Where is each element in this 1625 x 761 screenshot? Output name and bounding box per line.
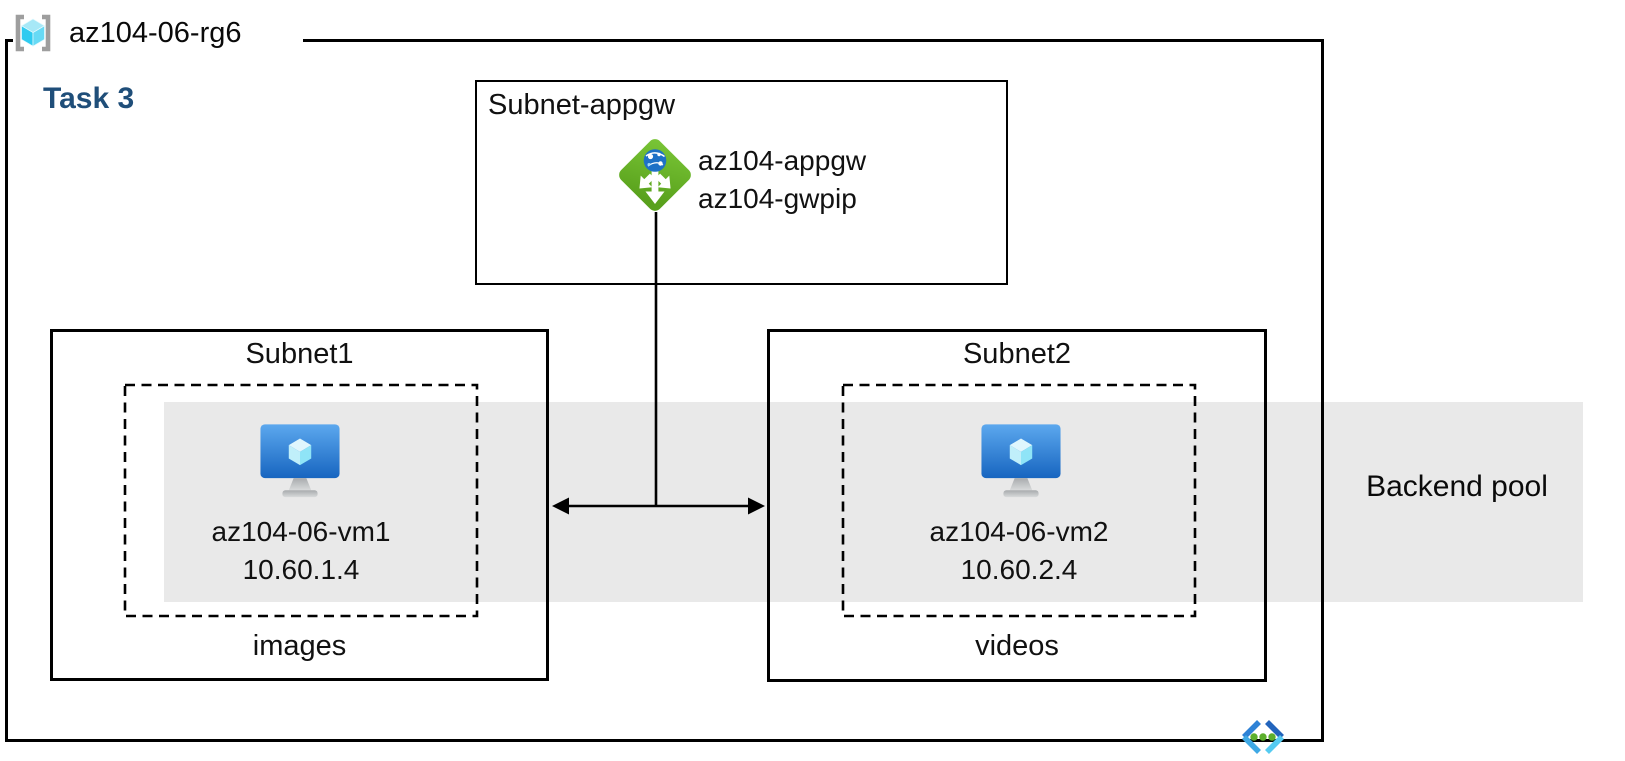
resource-group-header: az104-06-rg6	[13, 9, 303, 57]
subnet1-title: Subnet1	[245, 338, 354, 370]
subnet-appgw-title: Subnet-appgw	[488, 89, 676, 121]
resource-group-name: az104-06-rg6	[69, 16, 242, 49]
virtual-machine-icon	[260, 424, 340, 498]
vm1-name: az104-06-vm1	[211, 516, 391, 547]
subnet2-box	[767, 329, 1267, 682]
task-label: Task 3	[43, 82, 135, 115]
application-gateway-icon	[619, 139, 691, 211]
vm1-ip-address: 10.60.1.4	[242, 554, 360, 585]
resource-group-icon	[15, 14, 51, 52]
vm2-ip-address: 10.60.2.4	[960, 554, 1078, 585]
subnet-appgw-box	[475, 80, 1008, 285]
gateway-arrows	[639, 169, 671, 204]
subnet2-title: Subnet2	[962, 338, 1072, 370]
subnet1-folder-label: images	[252, 630, 347, 662]
subnet1-box	[50, 329, 549, 681]
vm2-name: az104-06-vm2	[929, 516, 1109, 547]
resource-group-box	[5, 39, 1324, 742]
app-gateway-name: az104-appgw	[698, 145, 867, 176]
gateway-globe	[643, 149, 667, 172]
virtual-machine-icon	[981, 424, 1061, 498]
virtual-network-icon	[1242, 720, 1284, 754]
gateway-public-ip-name: az104-gwpip	[698, 183, 857, 214]
backend-pool-label: Backend pool	[1366, 470, 1548, 503]
subnet2-folder-label: videos	[975, 630, 1059, 662]
